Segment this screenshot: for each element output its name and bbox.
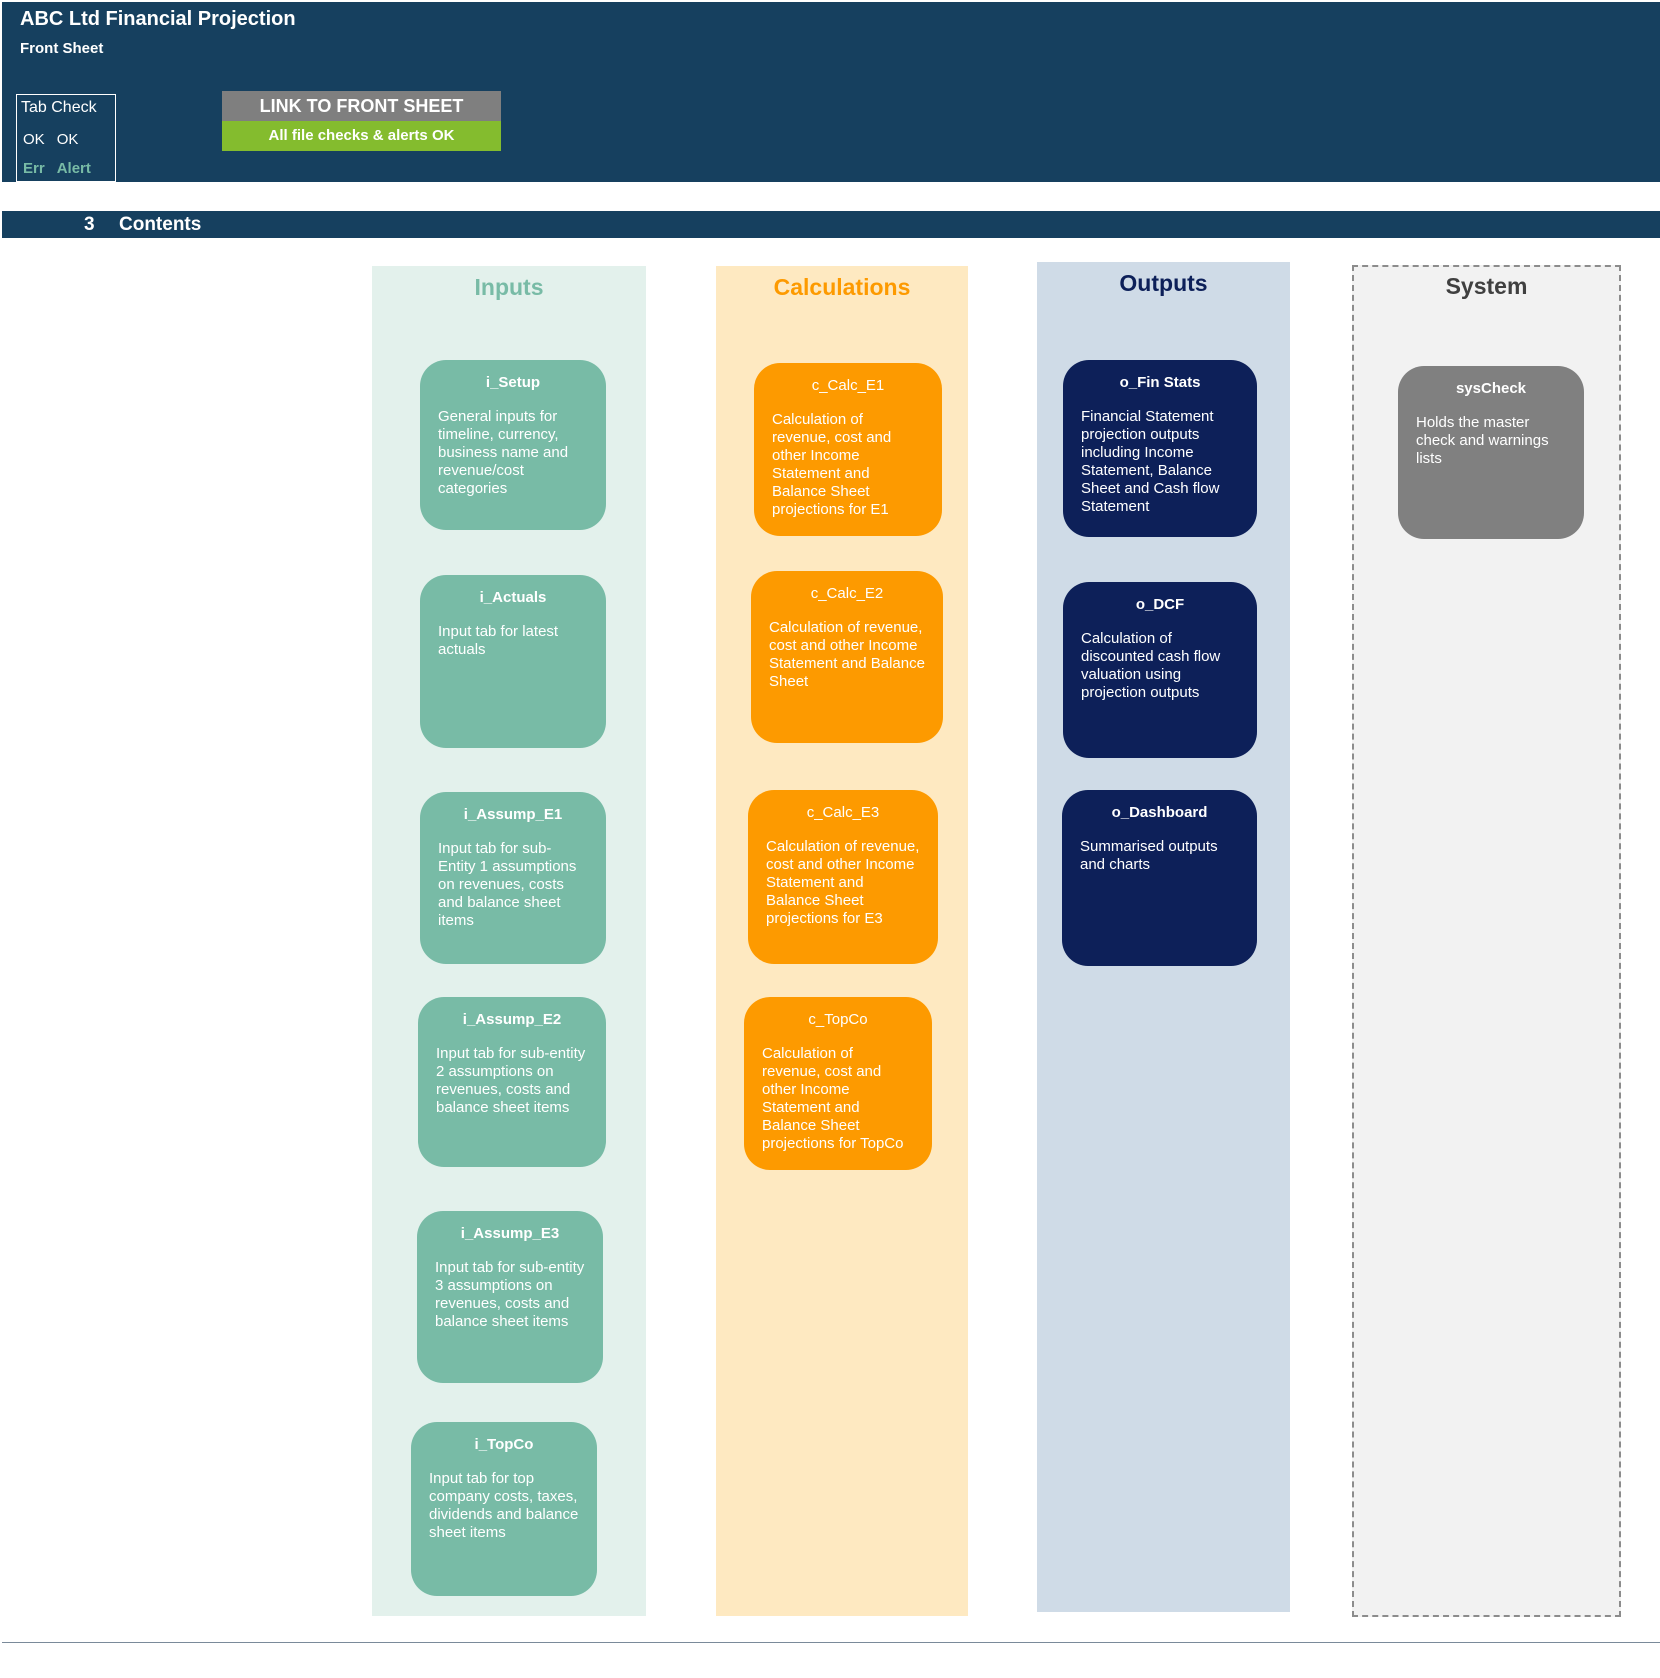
tab-check-panel: Tab Check OK OK Err Alert <box>16 94 116 182</box>
tab-check-title: Tab Check <box>21 99 97 116</box>
outputs-column: Outputs o_Fin Stats Financial Statement … <box>1037 262 1290 1612</box>
card-title: i_TopCo <box>474 1436 534 1453</box>
outputs-column-title: Outputs <box>1119 270 1208 296</box>
tab-check-err: Err <box>23 160 45 177</box>
section-title: Contents <box>119 214 202 235</box>
card-title: c_Calc_E3 <box>806 804 880 821</box>
tab-card-i-actuals[interactable]: i_Actuals Input tab for latest actuals <box>420 575 606 748</box>
tab-card-i-assump-e1[interactable]: i_Assump_E1 Input tab for sub-Entity 1 a… <box>420 792 606 964</box>
tab-card-i-assump-e2[interactable]: i_Assump_E2 Input tab for sub-entity 2 a… <box>418 997 606 1167</box>
card-description: Calculation of revenue, cost and other I… <box>769 619 925 690</box>
tab-card-c-calc-e2[interactable]: c_Calc_E2 Calculation of revenue, cost a… <box>751 571 943 743</box>
tab-check-ok-1: OK <box>23 131 45 148</box>
tab-check-ok-2: OK <box>56 131 79 148</box>
card-title: o_Fin Stats <box>1119 374 1201 391</box>
tab-card-c-calc-e3[interactable]: c_Calc_E3 Calculation of revenue, cost a… <box>748 790 938 964</box>
card-description: Input tab for sub-Entity 1 assumptions o… <box>438 840 577 929</box>
card-title: i_Assump_E2 <box>462 1011 562 1028</box>
card-description: Calculation of revenue, cost and other I… <box>772 411 892 518</box>
tab-card-i-setup[interactable]: i_Setup General inputs for timeline, cur… <box>420 360 606 530</box>
card-description: Calculation of revenue, cost and other I… <box>766 838 920 927</box>
card-title: c_Calc_E1 <box>811 377 885 394</box>
tab-card-syscheck[interactable]: sysCheck Holds the master check and warn… <box>1398 366 1584 539</box>
card-title: o_DCF <box>1135 596 1185 613</box>
tab-card-c-calc-e1[interactable]: c_Calc_E1 Calculation of revenue, cost a… <box>754 363 942 536</box>
card-description: General inputs for timeline, currency, b… <box>438 408 569 497</box>
sheet-subtitle: Front Sheet <box>20 40 104 57</box>
card-description: Input tab for sub-entity 2 assumptions o… <box>436 1045 586 1116</box>
section-number: 3 <box>84 214 95 235</box>
card-description: Calculation of revenue, cost and other I… <box>762 1045 904 1152</box>
tab-check-err-row: Err Alert <box>23 160 103 177</box>
bottom-divider <box>2 1642 1660 1643</box>
card-description: Input tab for sub-entity 3 assumptions o… <box>435 1259 585 1330</box>
card-title: o_Dashboard <box>1111 804 1208 821</box>
card-description: Input tab for latest actuals <box>438 623 559 658</box>
tab-card-i-topco[interactable]: i_TopCo Input tab for top company costs,… <box>411 1422 597 1596</box>
tab-card-o-fin-stats[interactable]: o_Fin Stats Financial Statement projecti… <box>1063 360 1257 537</box>
section-header: 3 Contents <box>2 211 1660 238</box>
card-description: Calculation of discounted cash flow valu… <box>1081 630 1221 701</box>
link-to-front-sheet-button[interactable]: LINK TO FRONT SHEET <box>222 91 501 121</box>
card-description: Input tab for top company costs, taxes, … <box>429 1470 579 1541</box>
tab-check-alert: Alert <box>56 160 91 177</box>
tab-card-o-dcf[interactable]: o_DCF Calculation of discounted cash flo… <box>1063 582 1257 758</box>
tab-card-c-topco[interactable]: c_TopCo Calculation of revenue, cost and… <box>744 997 932 1170</box>
page-title: ABC Ltd Financial Projection <box>20 8 296 30</box>
system-column-title: System <box>1445 273 1528 299</box>
inputs-column: Inputs i_Setup General inputs for timeli… <box>372 266 646 1616</box>
tab-check-ok-row: OK OK <box>23 131 90 148</box>
card-title: i_Assump_E3 <box>460 1225 560 1242</box>
card-description: Financial Statement projection outputs i… <box>1081 408 1220 515</box>
tab-card-i-assump-e3[interactable]: i_Assump_E3 Input tab for sub-entity 3 a… <box>417 1211 603 1383</box>
file-check-status-badge: All file checks & alerts OK <box>222 121 501 151</box>
card-title: i_Setup <box>485 374 541 391</box>
card-title: i_Assump_E1 <box>463 806 563 823</box>
card-description: Holds the master check and warnings list… <box>1416 414 1549 467</box>
tab-card-o-dashboard[interactable]: o_Dashboard Summarised outputs and chart… <box>1062 790 1257 966</box>
card-title: c_Calc_E2 <box>810 585 884 602</box>
calculations-column: Calculations c_Calc_E1 Calculation of re… <box>716 266 968 1616</box>
card-title: c_TopCo <box>808 1011 868 1028</box>
card-title: i_Actuals <box>479 589 547 606</box>
inputs-column-title: Inputs <box>474 274 544 300</box>
calculations-column-title: Calculations <box>773 274 911 300</box>
system-column: System sysCheck Holds the master check a… <box>1352 265 1621 1617</box>
card-description: Summarised outputs and charts <box>1080 838 1218 873</box>
card-title: sysCheck <box>1455 380 1527 397</box>
